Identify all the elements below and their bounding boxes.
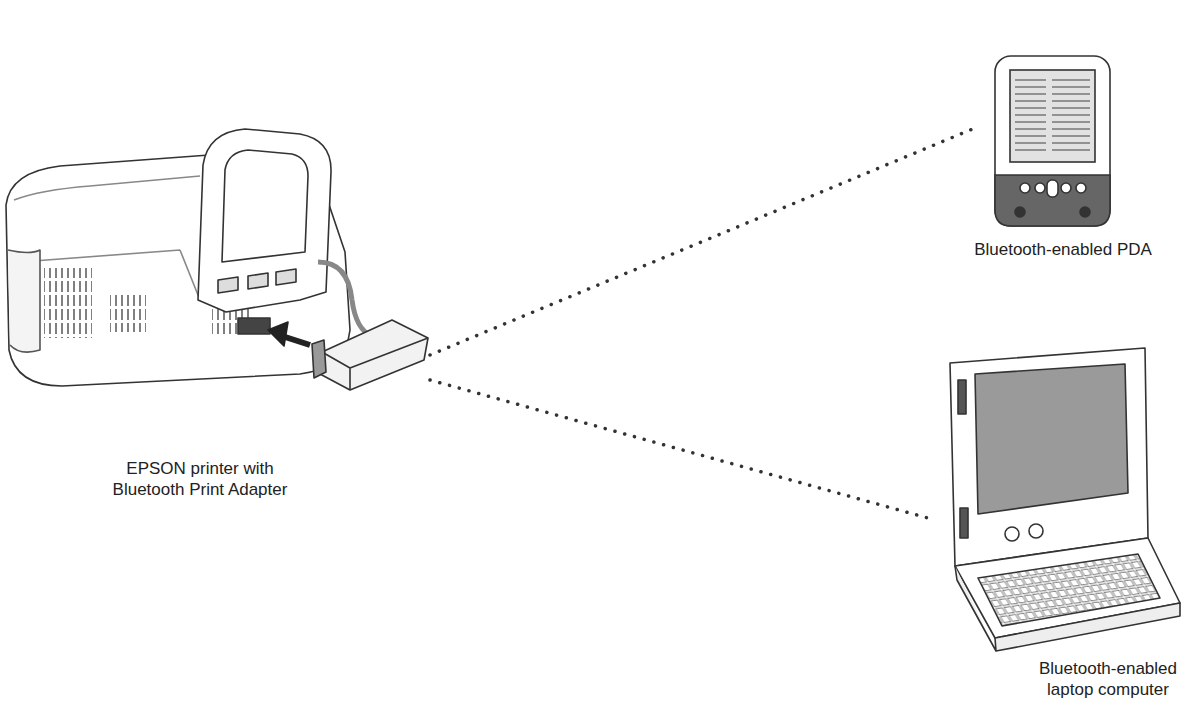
pda-button	[1015, 207, 1025, 217]
support-tabs	[218, 269, 296, 293]
adapter-top	[322, 338, 428, 390]
lid-detail	[960, 508, 968, 538]
device-caption: Bluetooth-enabled laptop computer	[1028, 658, 1188, 701]
lid-detail	[1029, 524, 1043, 538]
vents	[44, 268, 92, 338]
arrow-head	[268, 322, 288, 346]
port	[238, 318, 270, 334]
laptop-lid	[950, 348, 1148, 566]
laptop-drawing	[950, 348, 1180, 651]
lid-detail	[958, 380, 966, 414]
laptop-node: Bluetooth-enabled laptop computer	[935, 355, 1185, 705]
paper-support	[198, 129, 331, 312]
laptop-screen	[975, 364, 1128, 514]
printer-node: EPSON printer with Bluetooth Print Adapt…	[0, 130, 430, 505]
pda-body	[995, 56, 1110, 226]
pda-base	[995, 175, 1110, 226]
adapter-plug	[312, 340, 326, 378]
pda-screen	[1010, 70, 1095, 162]
bluetooth-adapter	[320, 320, 428, 390]
wireless-link	[430, 380, 935, 520]
printer-top	[14, 176, 200, 300]
pda-drawing	[995, 56, 1110, 226]
pda-button	[1061, 183, 1071, 193]
device-caption: EPSON printer with Bluetooth Print Adapt…	[98, 458, 303, 501]
printer-drawing	[6, 129, 428, 390]
support-slot	[222, 150, 308, 262]
vents	[110, 292, 146, 332]
screen-text	[1015, 76, 1090, 154]
wireless-link	[430, 128, 975, 355]
pda-button	[1020, 183, 1030, 193]
pda-button	[1035, 183, 1045, 193]
base-front	[955, 566, 1180, 651]
printer-front	[8, 250, 40, 352]
cable	[318, 262, 372, 336]
pda-button	[1080, 207, 1090, 217]
pda-button	[1047, 180, 1058, 197]
lid-detail	[1005, 527, 1019, 541]
pda-button	[1076, 183, 1086, 193]
pda-node: Bluetooth-enabled PDA	[975, 55, 1155, 265]
device-caption: Bluetooth-enabled PDA	[968, 239, 1158, 261]
